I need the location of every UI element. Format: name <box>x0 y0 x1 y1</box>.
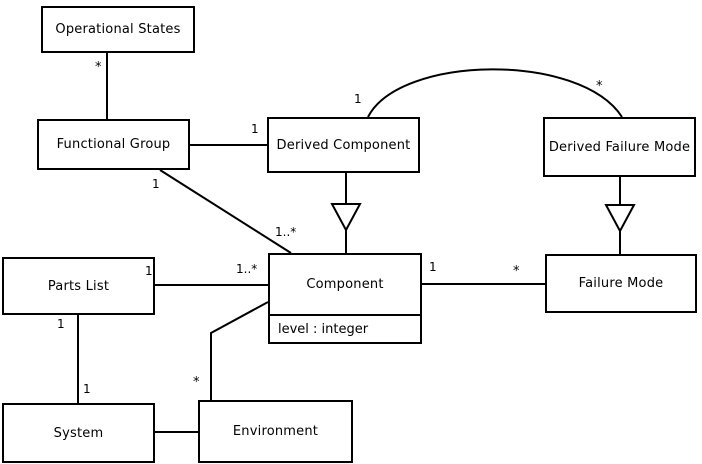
class-name-parts-list: Parts List <box>47 278 110 294</box>
generalization-triangle-component <box>330 203 362 233</box>
class-name-system: System <box>53 425 104 441</box>
class-attribute-component-level: level : integer <box>270 314 420 342</box>
class-box-functional-group[interactable]: Functional Group <box>37 119 190 170</box>
class-name-derived-failure-mode: Derived Failure Mode <box>548 139 691 155</box>
multiplicity-derived-component-left: 1 <box>251 122 259 136</box>
multiplicity-arc-left: 1 <box>354 92 362 106</box>
multiplicity-environment-top: * <box>193 375 200 390</box>
multiplicity-parts-list-bottom: 1 <box>57 317 65 331</box>
class-box-environment[interactable]: Environment <box>198 400 353 463</box>
multiplicity-operational-states: * <box>95 60 102 75</box>
class-box-derived-component[interactable]: Derived Component <box>267 117 420 173</box>
class-name-operational-states: Operational States <box>55 22 181 37</box>
class-box-system[interactable]: System <box>2 403 155 463</box>
multiplicity-component-diagonal: 1..* <box>275 225 297 239</box>
multiplicity-functional-group-diagonal: 1 <box>152 177 160 191</box>
class-name-component: Component <box>306 277 384 292</box>
multiplicity-system-top: 1 <box>83 382 91 396</box>
edge-component-environment <box>210 301 269 400</box>
edge-derived-component-derived-failure-mode <box>367 68 623 118</box>
multiplicity-component-left: 1..* <box>236 262 258 276</box>
class-name-derived-component: Derived Component <box>276 137 411 153</box>
class-box-derived-failure-mode[interactable]: Derived Failure Mode <box>543 117 696 177</box>
class-name-failure-mode: Failure Mode <box>578 276 664 291</box>
class-name-environment: Environment <box>232 424 319 439</box>
multiplicity-parts-list-right: 1 <box>145 264 153 278</box>
generalization-triangle-failure-mode <box>604 204 636 234</box>
class-box-operational-states[interactable]: Operational States <box>41 6 195 53</box>
class-box-parts-list[interactable]: Parts List <box>2 257 155 315</box>
class-box-failure-mode[interactable]: Failure Mode <box>545 254 697 313</box>
class-name-functional-group: Functional Group <box>56 137 171 152</box>
multiplicity-failure-mode-left: * <box>513 264 520 279</box>
class-box-component[interactable]: Component level : integer <box>268 253 422 344</box>
multiplicity-arc-right: * <box>596 79 603 94</box>
edge-functional-group-component <box>159 169 292 254</box>
multiplicity-component-right: 1 <box>429 260 437 274</box>
